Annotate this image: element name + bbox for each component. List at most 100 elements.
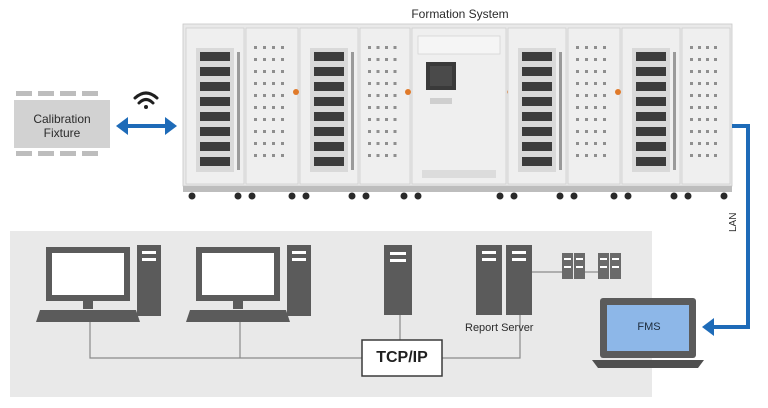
vent-hole [576,130,579,133]
vent-hole [254,82,257,85]
vent-hole [272,70,275,73]
vent-hole [385,70,388,73]
vent-hole [698,94,701,97]
vent-hole [714,70,717,73]
vent-hole [393,130,397,133]
report-server [476,245,532,315]
fms-screen [607,305,689,351]
vent-hole [576,106,579,109]
vent-hole [263,154,266,157]
cabinet-foot [684,192,692,200]
cabinet-foot [362,192,370,200]
vent-hole [698,118,701,121]
wifi-icon [133,91,159,109]
vent-hole [254,94,257,97]
vent-hole [698,58,701,61]
vent-hole [281,154,284,157]
vent-hole [272,82,275,85]
cell-tray [636,67,666,76]
cabinet-window [196,48,234,172]
vent-hole [714,82,717,85]
vent-hole [690,118,693,121]
cabinet-foot [348,192,356,200]
vent-hole [603,106,606,109]
cell-tray [522,142,552,151]
vent-hole [368,142,371,145]
vent-hole [376,46,380,49]
vent-hole [585,94,588,97]
storage-racks [562,253,621,279]
workstation-2 [186,245,311,322]
vent-hole [594,118,597,121]
vent-hole [393,82,397,85]
vent-hole [281,46,284,49]
vent-hole [603,82,606,85]
vent-hole [385,130,388,133]
vent-hole [594,130,597,133]
cabinet-foot [248,192,256,200]
vent-hole [698,70,701,73]
vent-hole [254,70,257,73]
center-display-slot [430,98,452,104]
calibration-fixture [14,91,110,156]
cell-tray [522,112,552,121]
vent-hole [385,106,388,109]
vent-hole [576,142,579,145]
vent-hole [254,130,257,133]
vent-hole [385,58,388,61]
vent-hole [281,106,284,109]
vent-hole [594,106,597,109]
vent-hole [376,130,380,133]
vent-hole [690,70,693,73]
vent-hole [706,70,709,73]
vent-hole [263,70,266,73]
cabinet-foot [610,192,618,200]
vent-hole [706,106,709,109]
vent-hole [706,154,709,157]
cell-tray [314,112,344,121]
vent-hole [281,94,284,97]
vent-hole [603,58,606,61]
vent-hole [272,142,275,145]
report-server-label: Report Server [465,322,534,334]
vent-hole [603,46,606,49]
vent-hole [376,94,380,97]
vent-hole [594,70,597,73]
vent-hole [698,82,701,85]
cell-tray [522,82,552,91]
vent-hole [698,46,701,49]
vent-hole [576,70,579,73]
vent-hole [393,154,397,157]
vent-hole [576,154,579,157]
vent-hole [690,82,693,85]
vent-hole [254,142,257,145]
vent-hole [603,70,606,73]
cell-tray [314,82,344,91]
calibration-fixture-label: Calibration Fixture [33,112,91,140]
cabinet-window [518,48,556,172]
tcpip-label: TCP/IP [376,349,428,366]
vent-hole [281,130,284,133]
vent-hole [263,118,266,121]
cell-tray [636,52,666,61]
vent-hole [393,142,397,145]
vent-hole [254,58,257,61]
vent-hole [376,58,380,61]
vent-hole [376,142,380,145]
vent-hole [714,130,717,133]
vent-hole [698,106,701,109]
cabinet-foot [720,192,728,200]
cabinet-window [310,48,348,172]
vent-hole [272,106,275,109]
cell-tray [314,67,344,76]
vent-hole [263,142,266,145]
vent-hole [698,142,701,145]
status-light-icon [615,89,621,95]
vent-hole [698,130,701,133]
cabinet-rail [351,52,354,170]
vent-hole [368,82,371,85]
status-light-icon [293,89,299,95]
vent-hole [576,118,579,121]
